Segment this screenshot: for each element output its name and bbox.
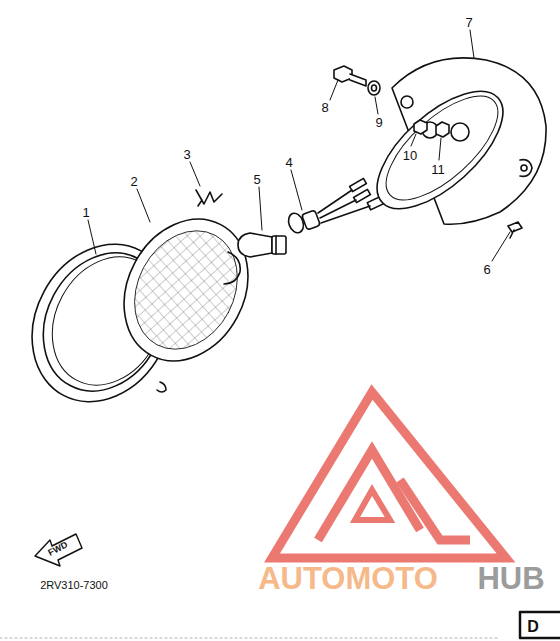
callout-number: 7 — [465, 16, 472, 29]
part-code: 2RV310-7300 — [40, 580, 108, 591]
callout-number: 1 — [82, 206, 89, 219]
headlight-lens — [100, 197, 272, 382]
callout-number: 8 — [321, 101, 328, 114]
bulb — [238, 233, 286, 257]
callout-number: 2 — [130, 175, 137, 188]
logo-mark — [272, 392, 506, 558]
callout-number: 6 — [483, 263, 490, 276]
watermark: AUTOMOTO — [258, 563, 438, 594]
bolt — [334, 66, 366, 86]
callout-number: 5 — [253, 173, 260, 186]
callout-number: 4 — [285, 156, 292, 169]
nut — [414, 120, 427, 134]
callout-number: 10 — [403, 149, 417, 162]
nut — [436, 122, 449, 137]
fwd-arrow — [35, 534, 82, 566]
watermark: HUB — [477, 563, 544, 594]
callout-number: 9 — [375, 116, 382, 129]
footer-rule — [0, 638, 500, 639]
page-letter: D — [527, 619, 539, 635]
leader-line — [88, 30, 510, 261]
washer — [368, 81, 380, 95]
callout-number: 3 — [183, 148, 190, 161]
headlight-housing — [358, 58, 546, 229]
callout-number: 11 — [431, 163, 445, 176]
spring-clip — [196, 190, 222, 206]
screw — [508, 222, 522, 238]
page-box — [520, 612, 560, 638]
